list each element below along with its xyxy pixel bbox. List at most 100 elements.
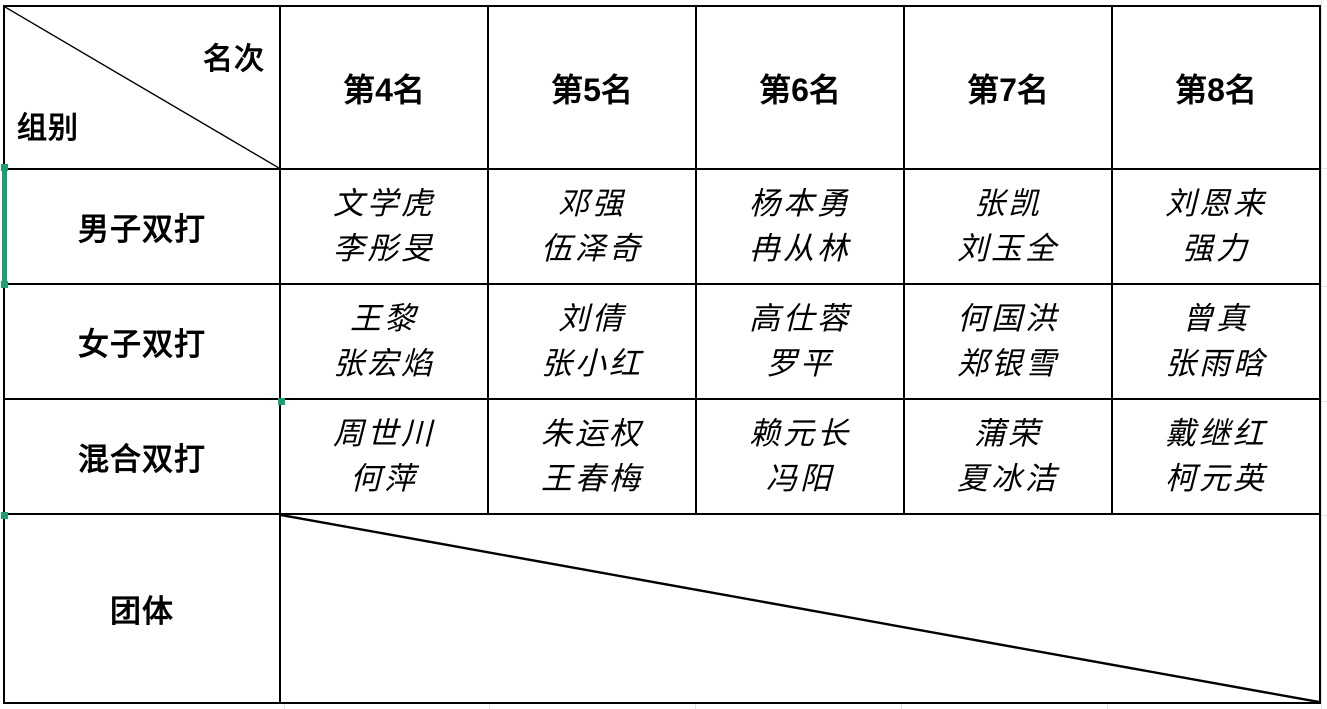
- result-cell[interactable]: 王黎 张宏焰: [279, 283, 489, 400]
- athlete-name: 夏冰洁: [957, 460, 1059, 497]
- rank-header-cell-4[interactable]: 第4名: [279, 5, 489, 170]
- athlete-name: 郑银雪: [957, 345, 1059, 382]
- athlete-name: 何萍: [350, 460, 418, 497]
- group-label-cell[interactable]: 男子双打: [3, 168, 281, 285]
- athlete-name: 何国洪: [957, 301, 1059, 338]
- group-axis-label: 组别: [17, 112, 79, 145]
- diagonal-strike-line-icon: [281, 515, 1319, 702]
- rank-header-cell-7[interactable]: 第7名: [903, 5, 1113, 170]
- athlete-names: 高仕蓉 罗平: [697, 297, 903, 385]
- athlete-names: 曾真 张雨晗: [1113, 297, 1319, 385]
- athlete-name: 王春梅: [541, 460, 643, 497]
- rank-header-label: 第5名: [551, 71, 633, 108]
- background-gridline-horizontal: [1321, 401, 1327, 402]
- result-cell[interactable]: 曾真 张雨晗: [1111, 283, 1321, 400]
- group-label: 男子双打: [78, 212, 206, 247]
- athlete-names: 文学虎 李彤旻: [281, 182, 487, 270]
- athlete-name: 张凯: [974, 186, 1042, 223]
- athlete-name: 罗平: [766, 345, 834, 382]
- athlete-name: 刘玉全: [957, 230, 1059, 267]
- athlete-names: 周世川 何萍: [281, 412, 487, 500]
- background-gridline-horizontal: [1321, 286, 1327, 287]
- result-cell[interactable]: 刘恩来 强力: [1111, 168, 1321, 285]
- athlete-name: 张宏焰: [333, 345, 435, 382]
- table-header-row: 名次 组别 第4名 第5名 第6名 第7名 第8名: [3, 5, 1321, 170]
- table-row: 男子双打 文学虎 李彤旻 邓强 伍泽奇 杨本勇: [3, 168, 1321, 285]
- athlete-names: 朱运权 王春梅: [489, 412, 695, 500]
- result-cell[interactable]: 蒲荣 夏冰洁: [903, 398, 1113, 515]
- athlete-names: 何国洪 郑银雪: [905, 297, 1111, 385]
- header-corner-cell[interactable]: 名次 组别: [3, 5, 281, 170]
- athlete-names: 赖元长 冯阳: [697, 412, 903, 500]
- result-cell[interactable]: 高仕蓉 罗平: [695, 283, 905, 400]
- athlete-name: 刘恩来: [1165, 186, 1267, 223]
- athlete-name: 张小红: [541, 345, 643, 382]
- table-row: 女子双打 王黎 张宏焰 刘倩 张小红 高仕蓉: [3, 283, 1321, 400]
- rank-header-cell-6[interactable]: 第6名: [695, 5, 905, 170]
- result-cell[interactable]: 戴继红 柯元英: [1111, 398, 1321, 515]
- cell-selection-handle[interactable]: [1, 164, 8, 171]
- athlete-name: 刘倩: [558, 301, 626, 338]
- group-label-cell-team[interactable]: 团体: [3, 513, 281, 704]
- cell-selection-handle[interactable]: [1, 281, 8, 288]
- cell-selection-band[interactable]: [2, 168, 7, 286]
- result-cell[interactable]: 文学虎 李彤旻: [279, 168, 489, 285]
- result-cell[interactable]: 朱运权 王春梅: [487, 398, 697, 515]
- athlete-name: 张雨晗: [1165, 345, 1267, 382]
- athlete-names: 张凯 刘玉全: [905, 182, 1111, 270]
- group-label-cell[interactable]: 混合双打: [3, 398, 281, 515]
- result-cell[interactable]: 何国洪 郑银雪: [903, 283, 1113, 400]
- athlete-name: 曾真: [1182, 301, 1250, 338]
- athlete-name: 强力: [1182, 230, 1250, 267]
- rank-header-cell-8[interactable]: 第8名: [1111, 5, 1321, 170]
- athlete-names: 王黎 张宏焰: [281, 297, 487, 385]
- rank-axis-label: 名次: [203, 43, 265, 76]
- background-gridline-vertical: [695, 702, 696, 709]
- athlete-name: 伍泽奇: [541, 230, 643, 267]
- athlete-name: 柯元英: [1165, 460, 1267, 497]
- background-gridline-horizontal: [1321, 515, 1327, 516]
- athlete-name: 赖元长: [749, 416, 851, 453]
- athlete-names: 邓强 伍泽奇: [489, 182, 695, 270]
- result-cell[interactable]: 刘倩 张小红: [487, 283, 697, 400]
- background-gridline-vertical: [489, 702, 490, 709]
- table-row-team: 团体: [3, 513, 1321, 704]
- athlete-name: 朱运权: [541, 416, 643, 453]
- background-gridline-vertical: [1321, 0, 1322, 709]
- group-label-cell[interactable]: 女子双打: [3, 283, 281, 400]
- background-gridline-vertical: [1107, 702, 1108, 709]
- athlete-name: 冯阳: [766, 460, 834, 497]
- athlete-names: 刘倩 张小红: [489, 297, 695, 385]
- athlete-name: 王黎: [350, 301, 418, 338]
- athlete-name: 冉从林: [749, 230, 851, 267]
- athlete-name: 文学虎: [333, 186, 435, 223]
- results-table: 名次 组别 第4名 第5名 第6名 第7名 第8名: [3, 5, 1321, 704]
- cell-selection-handle[interactable]: [1, 512, 8, 519]
- team-merged-cell[interactable]: [279, 513, 1321, 704]
- athlete-name: 蒲荣: [974, 416, 1042, 453]
- rank-header-label: 第6名: [759, 71, 841, 108]
- athlete-name: 戴继红: [1165, 416, 1267, 453]
- athlete-names: 戴继红 柯元英: [1113, 412, 1319, 500]
- group-label: 女子双打: [78, 327, 206, 362]
- group-label: 混合双打: [78, 442, 206, 477]
- result-cell[interactable]: 赖元长 冯阳: [695, 398, 905, 515]
- athlete-name: 邓强: [558, 186, 626, 223]
- result-cell[interactable]: 周世川 何萍: [279, 398, 489, 515]
- athlete-name: 高仕蓉: [749, 301, 851, 338]
- athlete-names: 蒲荣 夏冰洁: [905, 412, 1111, 500]
- rank-header-cell-5[interactable]: 第5名: [487, 5, 697, 170]
- athlete-names: 刘恩来 强力: [1113, 182, 1319, 270]
- table-row: 混合双打 周世川 何萍 朱运权 王春梅 赖元长: [3, 398, 1321, 515]
- result-cell[interactable]: 张凯 刘玉全: [903, 168, 1113, 285]
- athlete-name: 周世川: [333, 416, 435, 453]
- result-cell[interactable]: 杨本勇 冉从林: [695, 168, 905, 285]
- background-gridline-horizontal: [1321, 168, 1327, 169]
- rank-header-label: 第8名: [1175, 71, 1257, 108]
- rank-header-label: 第4名: [343, 71, 425, 108]
- cell-selection-handle[interactable]: [278, 398, 285, 405]
- result-cell[interactable]: 邓强 伍泽奇: [487, 168, 697, 285]
- background-gridline-vertical: [284, 702, 285, 709]
- background-gridline-vertical: [901, 702, 902, 709]
